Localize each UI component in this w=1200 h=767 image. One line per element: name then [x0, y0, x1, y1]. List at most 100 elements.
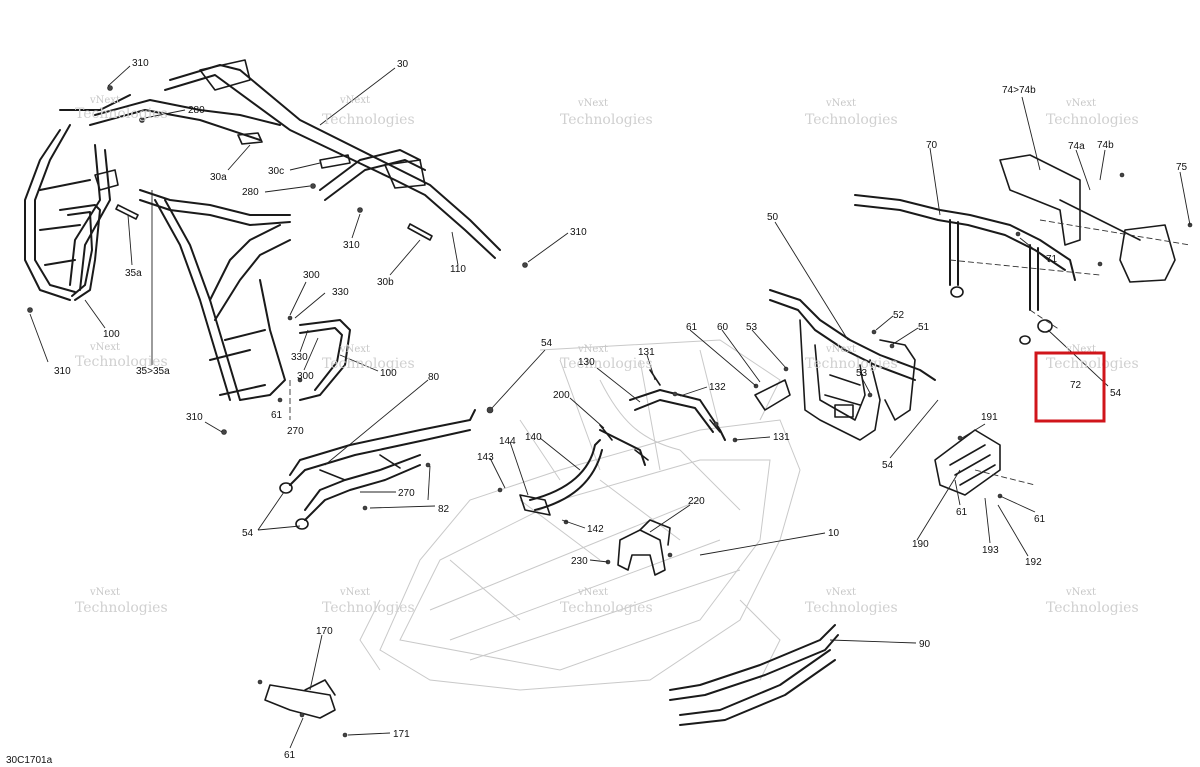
- svg-text:vNext: vNext: [89, 587, 120, 598]
- callout[interactable]: 190: [912, 539, 929, 550]
- callout[interactable]: 74b: [1097, 140, 1114, 151]
- callout[interactable]: 100: [380, 368, 397, 379]
- callout[interactable]: 52: [893, 310, 905, 321]
- callout[interactable]: 72: [1070, 380, 1082, 391]
- callout[interactable]: 60: [717, 322, 729, 333]
- watermarks: vNext Technologies vNext Technologies vN…: [75, 95, 1139, 616]
- svg-text:vNext: vNext: [577, 98, 608, 109]
- callout[interactable]: 130: [578, 357, 595, 368]
- svg-text:Technologies: Technologies: [75, 354, 168, 370]
- callout[interactable]: 30c: [268, 166, 284, 177]
- bracket-170[interactable]: [264, 679, 336, 719]
- bracket-60[interactable]: [754, 379, 791, 411]
- svg-text:vNext: vNext: [339, 95, 370, 106]
- callout[interactable]: 75: [1176, 162, 1188, 173]
- callout[interactable]: 54: [541, 338, 553, 349]
- callout[interactable]: 10: [828, 528, 840, 539]
- callout[interactable]: 270: [287, 426, 304, 437]
- callout[interactable]: 80: [428, 372, 440, 383]
- svg-text:Technologies: Technologies: [805, 356, 898, 372]
- plates-74[interactable]: [999, 154, 1176, 283]
- callout[interactable]: 74>74b: [1002, 85, 1036, 96]
- svg-text:vNext: vNext: [1065, 344, 1096, 355]
- callout[interactable]: 140: [525, 432, 542, 443]
- frame-50[interactable]: [769, 289, 936, 441]
- callout[interactable]: 193: [982, 545, 999, 556]
- tube-90[interactable]: [669, 624, 839, 726]
- callout[interactable]: 53: [746, 322, 758, 333]
- callout[interactable]: 280: [242, 187, 259, 198]
- callout[interactable]: 71: [1046, 254, 1058, 265]
- svg-text:vNext: vNext: [577, 587, 608, 598]
- callout[interactable]: 74a: [1068, 141, 1085, 152]
- bracket-190[interactable]: [934, 429, 1001, 496]
- svg-text:Technologies: Technologies: [75, 600, 168, 616]
- brace-100-left[interactable]: [59, 204, 101, 301]
- callout[interactable]: 30: [397, 59, 409, 70]
- plates[interactable]: [115, 132, 433, 241]
- callout[interactable]: 330: [291, 352, 308, 363]
- callout[interactable]: 30b: [377, 277, 394, 288]
- bracket-220[interactable]: [617, 519, 671, 576]
- callout[interactable]: 280: [188, 105, 205, 116]
- svg-text:Technologies: Technologies: [1046, 356, 1139, 372]
- callout[interactable]: 54: [1110, 388, 1122, 399]
- callout[interactable]: 100: [103, 329, 120, 340]
- callout[interactable]: 61: [956, 507, 968, 518]
- callout[interactable]: 144: [499, 436, 516, 447]
- callout[interactable]: 310: [343, 240, 360, 251]
- callout[interactable]: 300: [303, 270, 320, 281]
- callout[interactable]: 54: [242, 528, 254, 539]
- callout[interactable]: 35>35a: [136, 366, 170, 377]
- callout[interactable]: 330: [332, 287, 349, 298]
- tube-140[interactable]: [519, 439, 603, 516]
- callout[interactable]: 310: [186, 412, 203, 423]
- callout[interactable]: 131: [638, 347, 655, 358]
- callout[interactable]: 35a: [125, 268, 142, 279]
- svg-text:Technologies: Technologies: [805, 112, 898, 128]
- callout[interactable]: 110: [450, 264, 466, 275]
- callout[interactable]: 310: [570, 227, 587, 238]
- svg-text:vNext: vNext: [825, 587, 856, 598]
- callout[interactable]: 310: [132, 58, 149, 69]
- tube-130[interactable]: [629, 369, 726, 441]
- rod-200[interactable]: [599, 424, 649, 466]
- callout[interactable]: 170: [316, 626, 333, 637]
- callout[interactable]: 143: [477, 452, 494, 463]
- tube-assembly-80[interactable]: [279, 409, 476, 530]
- callout[interactable]: 61: [686, 322, 698, 333]
- callout[interactable]: 310: [54, 366, 71, 377]
- callout[interactable]: 200: [553, 390, 570, 401]
- callout[interactable]: 61: [1034, 514, 1046, 525]
- svg-text:Technologies: Technologies: [1046, 112, 1139, 128]
- callout[interactable]: 50: [767, 212, 779, 223]
- callout[interactable]: 191: [981, 412, 998, 423]
- callout[interactable]: 61: [271, 410, 283, 421]
- svg-text:Technologies: Technologies: [322, 600, 415, 616]
- callout[interactable]: 131: [773, 432, 790, 443]
- callout[interactable]: 300: [297, 371, 314, 382]
- svg-text:Technologies: Technologies: [1046, 600, 1139, 616]
- callout[interactable]: 82: [438, 504, 450, 515]
- callout[interactable]: 61: [284, 750, 296, 761]
- svg-text:vNext: vNext: [339, 344, 370, 355]
- callout[interactable]: 230: [571, 556, 588, 567]
- callout[interactable]: 142: [587, 524, 604, 535]
- callout[interactable]: 53: [856, 368, 868, 379]
- brace-100-center[interactable]: [299, 319, 351, 401]
- svg-text:vNext: vNext: [1065, 98, 1096, 109]
- callout[interactable]: 70: [926, 140, 938, 151]
- svg-text:Technologies: Technologies: [75, 106, 168, 122]
- callout-labels: 310 30 280 30a 30c 280 310 310 30b 110 3…: [54, 58, 1188, 761]
- callout[interactable]: 171: [393, 729, 410, 740]
- callout[interactable]: 30a: [210, 172, 227, 183]
- callout[interactable]: 54: [882, 460, 894, 471]
- drawing-reference: 30C1701a: [6, 755, 53, 766]
- callout[interactable]: 192: [1025, 557, 1042, 568]
- callout[interactable]: 51: [918, 322, 930, 333]
- callout[interactable]: 90: [919, 639, 931, 650]
- callout[interactable]: 270: [398, 488, 415, 499]
- roll-cage-30[interactable]: [24, 59, 501, 401]
- callout[interactable]: 220: [688, 496, 705, 507]
- callout[interactable]: 132: [709, 382, 726, 393]
